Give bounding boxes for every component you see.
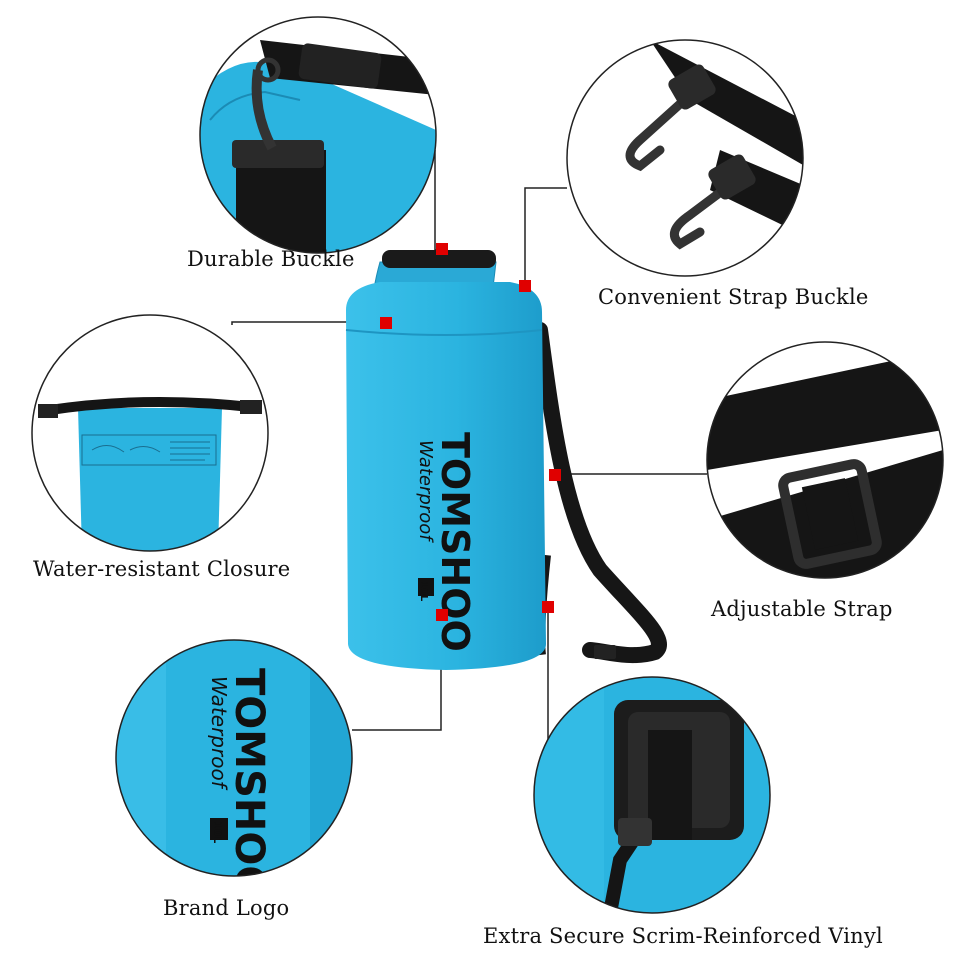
closeup-brand-logo: TOMSHOO Waterproof 10L — [115, 639, 353, 899]
closeup-vinyl-patch — [533, 676, 771, 914]
marker-durable-buckle — [436, 243, 448, 255]
top-buckle-band — [382, 250, 496, 268]
marker-strap-buckle — [519, 280, 531, 292]
label-brand-logo: Brand Logo — [163, 896, 290, 920]
center-bag: TOMSHOO Waterproof 10L — [345, 250, 667, 670]
feature-markers — [380, 243, 561, 621]
bag-brand-tagline: Waterproof — [415, 440, 436, 543]
closeup-brand-tagline: Waterproof — [207, 676, 231, 791]
closeup-strap-buckle — [566, 39, 804, 277]
marker-vinyl-patch — [542, 601, 554, 613]
label-strap-buckle: Convenient Strap Buckle — [598, 285, 869, 309]
label-durable-buckle: Durable Buckle — [187, 247, 355, 271]
closeup-capacity-badge: 10L — [211, 821, 224, 843]
label-adjustable-strap: Adjustable Strap — [711, 597, 893, 621]
closeup-water-closure — [31, 314, 269, 552]
bag-body — [346, 282, 546, 670]
closeup-brand-text: TOMSHOO — [226, 668, 272, 899]
closeup-durable-buckle — [199, 16, 437, 254]
bag-capacity-badge: 10L — [418, 581, 429, 602]
label-vinyl-patch: Extra Secure Scrim-Reinforced Vinyl — [483, 924, 883, 948]
marker-brand-logo — [436, 609, 448, 621]
marker-adjustable-strap — [549, 469, 561, 481]
label-water-closure: Water-resistant Closure — [33, 557, 291, 581]
closeup-adjustable-strap — [706, 341, 944, 579]
marker-closure — [380, 317, 392, 329]
